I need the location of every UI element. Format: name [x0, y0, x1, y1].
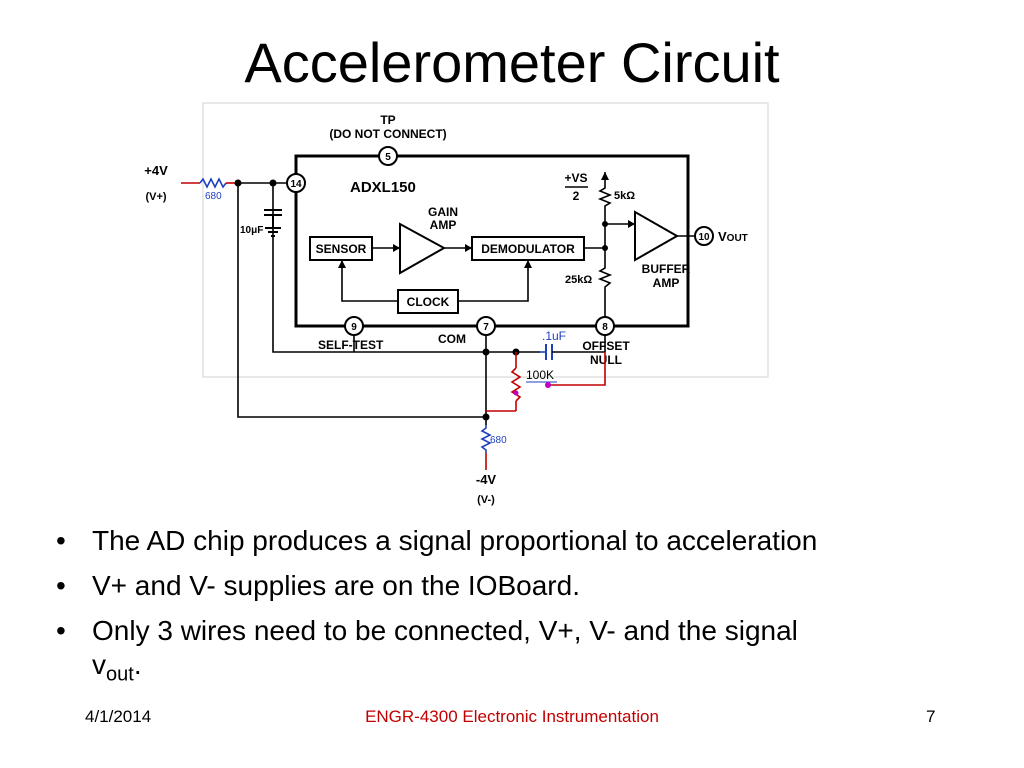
resistor-bottom-680	[480, 425, 492, 453]
pin-10: 10	[694, 226, 714, 246]
pin-7: 7	[476, 316, 496, 336]
accelerometer-circuit-diagram: TP (DO NOT CONNECT) 5 14 10 9 7 8 ADXL15…	[144, 102, 769, 506]
bullet-item: • V+ and V- supplies are on the IOBoard.	[56, 569, 996, 603]
tp-label: TP	[380, 113, 395, 127]
sensor-label: SENSOR	[316, 242, 367, 256]
buffer-amp-label-1: BUFFER	[642, 262, 691, 276]
bullet-dot: •	[56, 525, 66, 556]
vs-denominator: 2	[573, 189, 580, 203]
gain-amp-label-2: AMP	[430, 218, 457, 232]
capacitor-10uf-label: 10μF	[240, 225, 263, 236]
buffer-amp-label-2: AMP	[653, 276, 680, 290]
svg-text:14: 14	[290, 179, 302, 190]
bullet-text: Only 3 wires need to be connected, V+, V…	[92, 615, 798, 646]
arrowheads	[338, 220, 635, 268]
resistor-5k-label: 5kΩ	[614, 190, 635, 202]
capacitor-10uf	[264, 209, 282, 237]
supply-pos-sublabel: (V+)	[145, 191, 166, 203]
com-label: COM	[438, 332, 466, 346]
resistor-25k-label: 25kΩ	[565, 274, 592, 286]
bullet-item: • Only 3 wires need to be connected, V+,…	[56, 614, 996, 692]
svg-text:8: 8	[602, 322, 608, 333]
pot-wiper-node	[545, 382, 551, 388]
clock-label: CLOCK	[407, 295, 450, 309]
footer-page-number: 7	[926, 707, 936, 726]
buffer-amp-triangle	[634, 210, 680, 262]
bullet-dot: •	[56, 570, 66, 601]
resistor-top-680	[199, 177, 227, 189]
capacitor-01uf-label: .1uF	[542, 329, 566, 343]
potentiometer-label: 100K	[526, 368, 554, 382]
svg-text:5: 5	[385, 152, 391, 163]
supply-pos-label: +4V	[144, 163, 168, 178]
offset-label-1: OFFSET	[582, 339, 630, 353]
offset-label-2: NULL	[590, 353, 622, 367]
bullet-text: The AD chip produces a signal proportion…	[92, 525, 818, 556]
svg-text:7: 7	[483, 322, 489, 333]
potentiometer-100k	[510, 367, 522, 402]
supply-neg-sublabel: (V-)	[477, 494, 495, 506]
svg-text:9: 9	[351, 322, 357, 333]
pin-14: 14	[286, 173, 306, 193]
bullet-text: V+ and V- supplies are on the IOBoard.	[92, 570, 580, 601]
supply-neg-label: -4V	[476, 472, 497, 487]
demodulator-label: DEMODULATOR	[481, 242, 575, 256]
vout-label: VOUT	[718, 229, 748, 244]
tp-note: (DO NOT CONNECT)	[329, 127, 446, 141]
vout-symbol: v	[92, 649, 106, 680]
svg-text:10: 10	[698, 232, 710, 243]
bullet-dot: •	[56, 615, 66, 646]
footer-date: 4/1/2014	[85, 707, 152, 726]
resistor-bottom-label: 680	[490, 435, 507, 446]
vout-subscript: out	[106, 663, 134, 686]
bullet-item: • The AD chip produces a signal proporti…	[56, 524, 996, 558]
chip-name: ADXL150	[350, 179, 416, 196]
resistor-5k	[597, 184, 613, 224]
pin-5: 5	[378, 146, 398, 166]
resistor-top-label: 680	[205, 191, 222, 202]
footer-course: ENGR-4300 Electronic Instrumentation	[365, 707, 659, 726]
pin-9: 9	[344, 316, 364, 336]
gain-amp-label-1: GAIN	[428, 205, 458, 219]
bullet-list: • The AD chip produces a signal proporti…	[56, 524, 996, 703]
bullet-period: .	[133, 649, 142, 680]
pot-wiper-wire	[548, 352, 606, 386]
resistor-25k	[597, 224, 613, 317]
vs-numerator: +VS	[564, 171, 587, 185]
self-test-label: SELF-TEST	[318, 338, 384, 352]
slide-title: Accelerometer Circuit	[244, 31, 780, 94]
pin-8: 8	[595, 316, 615, 336]
